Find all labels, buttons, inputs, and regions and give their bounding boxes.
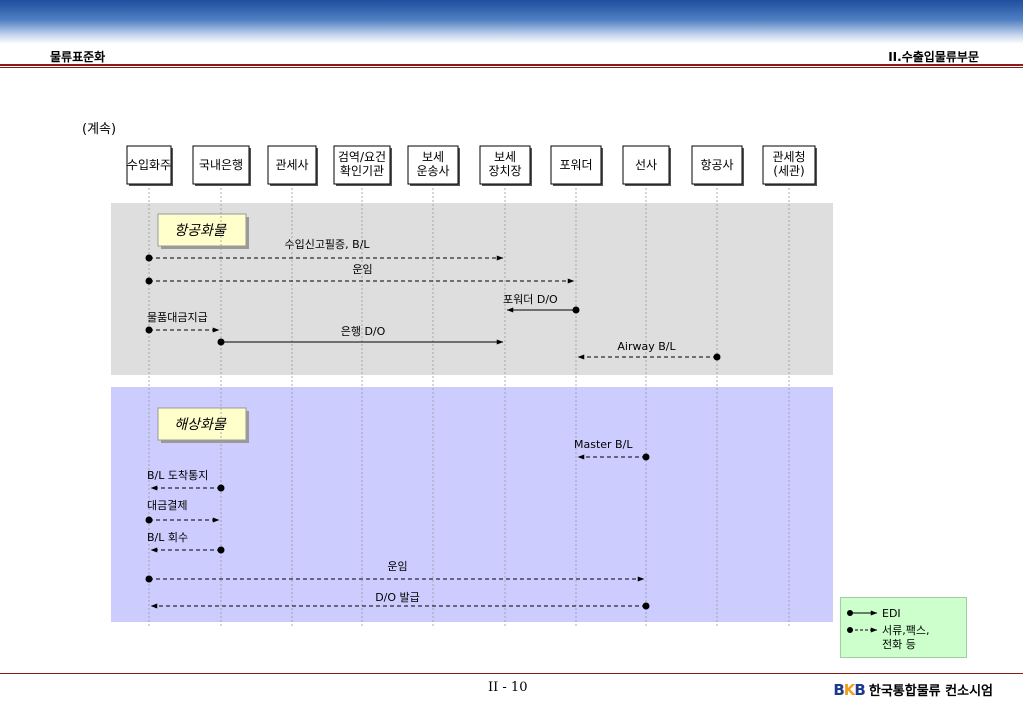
legend: EDI 서류,팩스,전화 등 (840, 597, 967, 658)
message-origin-dot (217, 484, 225, 492)
header-rule-thin (0, 67, 1023, 68)
org-logo: BKB (833, 680, 866, 699)
participant-label: 국내은행 (199, 157, 243, 172)
message-label: 운임 (387, 560, 407, 573)
header-left-title: 물류표준화 (50, 50, 106, 64)
message-origin-dot (642, 602, 650, 610)
message-label: 대금결제 (147, 499, 187, 512)
message-origin-dot (217, 338, 225, 346)
message-origin-dot (572, 306, 580, 314)
message-origin-dot (217, 546, 225, 554)
legend-label: EDI (882, 607, 901, 620)
page-number: II - 10 (488, 680, 528, 695)
message-label: Master B/L (574, 438, 633, 451)
participant-box (126, 145, 172, 185)
participant-label: 선사 (635, 158, 657, 172)
participant-box (622, 145, 670, 185)
message-origin-dot (642, 453, 650, 461)
message-label: 은행 D/O (341, 325, 386, 338)
message-label: B/L 도착통지 (147, 469, 208, 482)
legend-graphic: EDI 서류,팩스,전화 등 (847, 607, 929, 651)
organization: BKB 한국통합물류 컨소시엄 (833, 680, 993, 700)
continued-label: (계속) (82, 122, 117, 137)
message-origin-dot (145, 575, 153, 583)
header-right-title: II.수출입물류부문 (888, 50, 979, 64)
message-label: B/L 회수 (147, 531, 188, 544)
message-label: D/O 발급 (375, 591, 420, 604)
message-origin-dot (713, 353, 721, 361)
message-origin-dot (145, 254, 153, 262)
message-origin-dot (145, 326, 153, 334)
header-band (0, 0, 1023, 44)
message-label: 포워더 D/O (503, 293, 558, 306)
participant-label: 항공사 (700, 158, 733, 172)
footer-rule (0, 673, 1023, 674)
participant-box (479, 145, 531, 185)
section-title-box (157, 213, 247, 247)
header-rule (0, 64, 1023, 66)
participant-box (192, 145, 250, 185)
participant-box (762, 145, 816, 185)
participant-box (550, 145, 602, 185)
message-label: 물품대금지급 (147, 311, 208, 324)
message-origin-dot (145, 277, 153, 285)
participant-box (407, 145, 459, 185)
participant-label: 수입화주 (127, 158, 171, 172)
message-label: 운임 (352, 263, 372, 276)
participant-box (691, 145, 743, 185)
participant-box (333, 145, 391, 185)
section-title-box (157, 407, 247, 441)
message-label: 수입신고필증, B/L (284, 238, 370, 251)
legend-label: 서류,팩스,전화 등 (882, 624, 929, 651)
message-origin-dot (145, 516, 153, 524)
section-title: 해상화물 (174, 417, 227, 433)
participant-label: 포워더 (559, 158, 592, 172)
message-label: Airway B/L (617, 340, 676, 353)
org-name: 한국통합물류 컨소시엄 (868, 684, 993, 699)
participant-box (267, 145, 317, 185)
participant-label: 관세사 (275, 158, 308, 172)
participant-label: 관세청(세관) (772, 150, 805, 178)
section-title: 항공화물 (174, 223, 227, 239)
